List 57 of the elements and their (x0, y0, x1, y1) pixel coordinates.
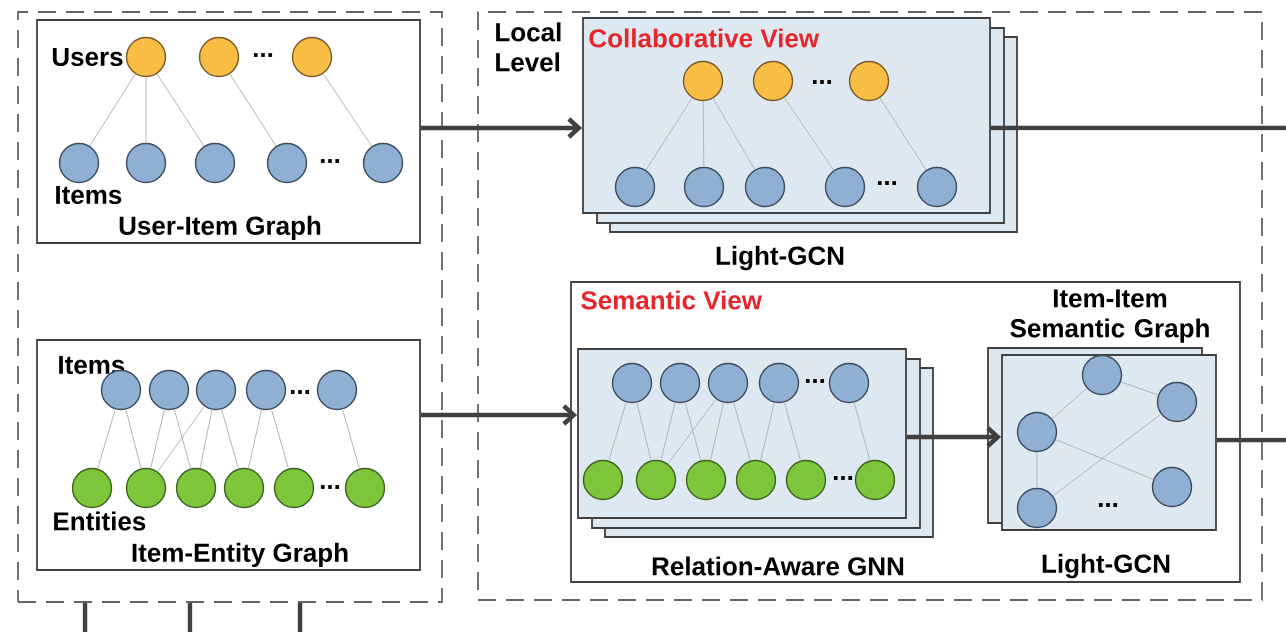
graph-edge (199, 409, 213, 469)
graph-node (316, 369, 358, 411)
graph-node (273, 467, 315, 509)
row-label: Entities (54, 511, 146, 531)
model-label: Light-GCN (1042, 553, 1170, 579)
ellipsis: ... (253, 53, 273, 57)
row-label: Items (56, 185, 122, 205)
graph-edge (221, 408, 239, 470)
graph-node (223, 467, 265, 509)
graph-node (58, 142, 100, 184)
graph-node (125, 142, 167, 184)
graph-node (71, 467, 113, 509)
row-label: Users (52, 47, 123, 67)
graph-edge (125, 409, 142, 469)
connector-line (82, 602, 88, 632)
graph-node (195, 369, 237, 411)
model-label: Light-GCN (716, 245, 844, 271)
graph-edge (229, 73, 277, 147)
graph-node (266, 142, 308, 184)
graph-node (194, 142, 236, 184)
graph-edge (145, 76, 147, 144)
graph-edge (247, 409, 263, 469)
graph-node (291, 36, 333, 78)
model-label: Relation-Aware GNN (652, 556, 904, 576)
level-label: Local Level (496, 22, 561, 72)
graph-edge (150, 409, 165, 469)
connector-line (990, 125, 1286, 131)
connector-line (1216, 437, 1286, 443)
arrow (906, 426, 1002, 448)
graph-node (148, 369, 190, 411)
graph-node (245, 369, 287, 411)
graph-edge (271, 408, 289, 470)
arrow (420, 117, 583, 139)
graph-edge (89, 73, 136, 147)
graph-edge (97, 408, 116, 470)
graph-node (198, 36, 240, 78)
connector-line (187, 602, 193, 632)
graph-edge (322, 73, 373, 147)
graph-title: User-Item Graph (119, 215, 321, 241)
arrow (420, 404, 578, 426)
connector-line (297, 602, 303, 632)
view-title: Semantic View (581, 290, 763, 310)
graph-edge (173, 408, 192, 469)
graph-edge (157, 405, 205, 473)
ellipsis: ... (320, 485, 340, 489)
dashed-region (17, 11, 443, 603)
graph-node (125, 36, 167, 78)
graph-node (344, 467, 386, 509)
ellipsis: ... (290, 390, 310, 394)
graph-edge (156, 73, 205, 147)
graph-edge (342, 408, 360, 470)
graph-node (175, 467, 217, 509)
graph-node (125, 467, 167, 509)
graph-title: Item-Item Semantic Graph (1010, 289, 1209, 343)
ellipsis: ... (320, 159, 340, 163)
graph-title: Item-Entity Graph (132, 542, 348, 568)
graph-node (362, 142, 404, 184)
